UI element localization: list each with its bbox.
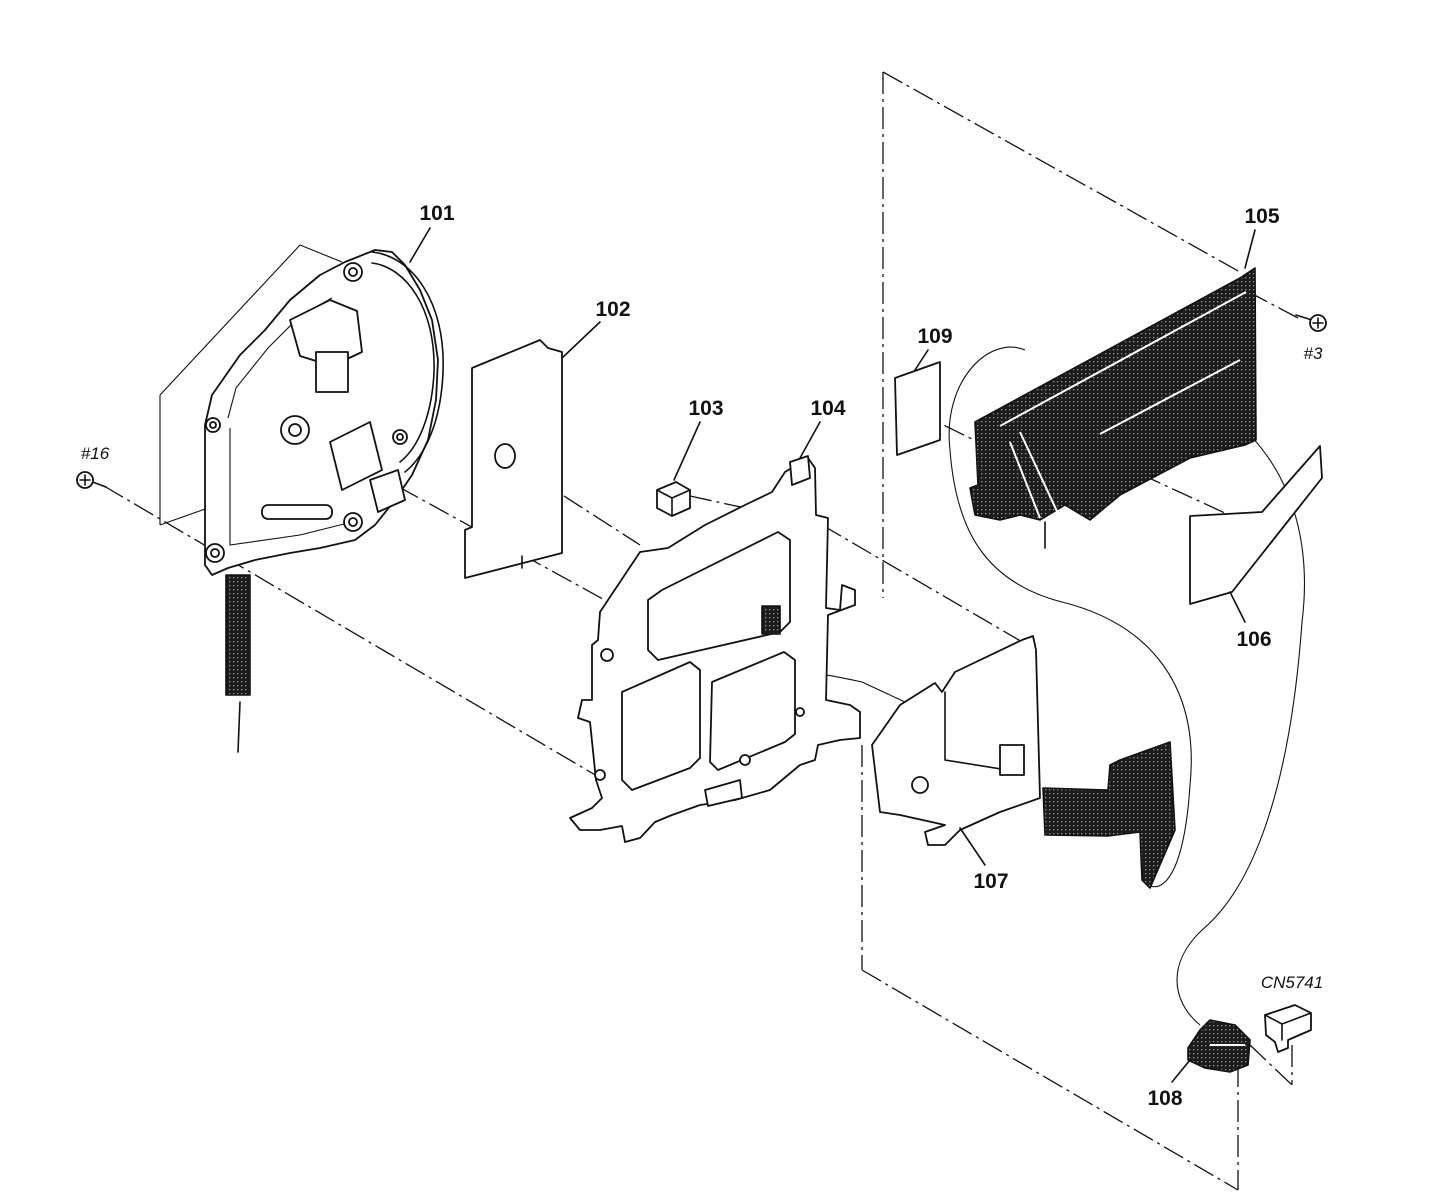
mech-ribbon-tail [237, 701, 241, 753]
board-105-highlight-c [1099, 359, 1241, 435]
frame-104-hole-d [795, 707, 805, 717]
frame-104-hole-c [594, 769, 606, 781]
part-104-frame [569, 455, 861, 843]
plate-107-window [999, 744, 1025, 776]
cap-edge [1264, 1012, 1312, 1041]
label-105: 105 [1244, 205, 1279, 228]
mech-hole-left-inner [209, 421, 217, 429]
label-109: 109 [917, 325, 952, 348]
label-107: 107 [973, 870, 1008, 893]
frame-104-hole-b [739, 754, 751, 766]
part-105-circuit-board [969, 267, 1257, 549]
frame-104-outline [569, 457, 861, 843]
frame-104-hole-a [600, 648, 614, 662]
mech-hole-right-inner [396, 433, 404, 441]
frame-104-cutout-upper [647, 531, 791, 661]
label-108: 108 [1147, 1087, 1182, 1110]
part-108-connector [1187, 1019, 1251, 1073]
mech-back-box-bottom [159, 507, 209, 526]
screw-16 [76, 471, 107, 489]
mech-slot [261, 504, 333, 520]
block-103-edge [656, 489, 691, 517]
sheet-102-hole [494, 443, 516, 469]
frame-to-plate-axis [821, 524, 1037, 651]
leader-108 [1171, 1059, 1191, 1083]
mech-gear-housing [315, 351, 349, 393]
label-104: 104 [810, 397, 845, 420]
part-103-block [656, 481, 691, 517]
mech-spindle-hub [288, 423, 302, 437]
board-105-highlight-b [1009, 441, 1041, 519]
cable-loop-left [948, 346, 1192, 888]
leader-105 [1244, 229, 1256, 269]
leader-101 [409, 227, 431, 263]
mech-belt-outer [371, 251, 444, 473]
frame-104-cutout-lower-left [621, 661, 701, 791]
plane-upper-top-edge [882, 71, 1241, 273]
label-screw-3: #3 [1304, 344, 1323, 363]
mech-ribbon-cable [225, 574, 251, 696]
mech-pickup-block [289, 299, 363, 367]
mech-back-box [159, 244, 343, 396]
screw16-axis [103, 485, 598, 777]
screw-16-cross [79, 474, 91, 486]
alignment-lines [103, 71, 1299, 1191]
frame-104-shaded-tab [761, 605, 781, 635]
leader-102 [561, 321, 601, 359]
sheet-hole-axis [504, 457, 641, 546]
part-101-drive-mechanism [159, 244, 444, 753]
plane-lower-bottom-edge [861, 969, 1239, 1191]
pad-109-outline [894, 361, 941, 456]
label-screw-16: #16 [81, 444, 110, 463]
part-102-sheet [464, 339, 563, 579]
part-107-plate [871, 635, 1176, 889]
mech-to-frame-axis [367, 469, 613, 605]
frame-104-top-tab [789, 455, 811, 486]
cap-outline [1264, 1004, 1312, 1053]
frame-104-cutout-lower-mid [709, 651, 796, 771]
plate-107-outline [871, 635, 1041, 846]
label-101: 101 [419, 202, 454, 225]
block-103-front [656, 481, 691, 517]
plate-107-boss [911, 776, 929, 794]
label-cn5741: CN5741 [1261, 973, 1323, 992]
mech-main-plate [204, 249, 439, 576]
screw-3-shaft [1295, 314, 1313, 321]
sheet-106-outline [1189, 445, 1323, 605]
label-103: 103 [688, 397, 723, 420]
part-106-sheet [1189, 445, 1323, 605]
mech-lever [329, 421, 383, 491]
label-102: 102 [595, 298, 630, 321]
mech-hole-bottom-right-inner [348, 517, 358, 527]
mech-belt-inner [371, 262, 435, 463]
cn5741-cap [1264, 1004, 1312, 1053]
leader-106 [1229, 591, 1246, 623]
leader-107 [959, 827, 986, 866]
part-109-pad [894, 361, 941, 456]
mech-hole-top-inner [348, 267, 358, 277]
leader-104 [799, 421, 821, 459]
plate-107-flex-ribbon [1042, 741, 1176, 889]
leader-109 [914, 349, 929, 371]
board-105-highlight-a [1019, 431, 1063, 523]
leader-103 [673, 421, 701, 481]
frame-104-foot [704, 779, 743, 807]
screw-3 [1295, 314, 1327, 332]
callout-labels: 101 102 103 104 105 106 107 108 109 #16 … [81, 202, 1323, 1110]
screw-3-cross [1312, 317, 1324, 329]
board-105-edge-highlight [999, 291, 1247, 427]
board-105-body [969, 267, 1257, 521]
plate-107-fold [944, 691, 1021, 773]
mech-bracket [369, 469, 406, 513]
label-106: 106 [1236, 628, 1271, 651]
mech-hole-bottom-left-inner [210, 548, 220, 558]
leader-lines [409, 227, 1256, 1083]
connector-axis-diag [1249, 1044, 1293, 1086]
